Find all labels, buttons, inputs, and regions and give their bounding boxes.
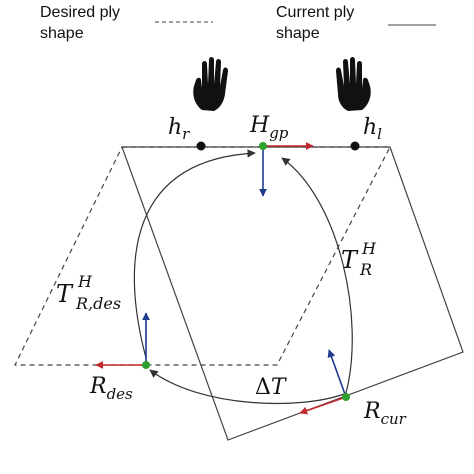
rcur-origin xyxy=(342,393,350,401)
right-hand-icon xyxy=(193,57,228,111)
label-delta-T: ΔT xyxy=(255,375,288,400)
label-H-gp: Hgp xyxy=(249,113,289,142)
label-T-Rdes-H: T H R,des xyxy=(56,265,121,313)
label-R-des: Rdes xyxy=(89,374,133,403)
label-T-R-H: T H R xyxy=(341,232,384,279)
arrow-T-R-H xyxy=(281,157,353,394)
desired-ply-shape xyxy=(14,146,391,366)
left-hand-icon xyxy=(336,57,371,111)
hgp-origin xyxy=(259,142,267,150)
rcur-y-axis xyxy=(327,349,347,398)
legend-desired-label: Desired ply shape xyxy=(40,4,121,42)
arrow-T-Rdes-H xyxy=(133,149,256,359)
label-h-l: hl xyxy=(363,115,382,143)
hand-point-right xyxy=(196,141,206,151)
legend-current-label: Current ply shape xyxy=(276,4,355,42)
hand-point-left xyxy=(350,141,360,151)
current-ply-shape xyxy=(121,146,464,441)
arrow-delta-T xyxy=(149,369,345,405)
rcur-x-axis xyxy=(299,396,347,415)
rdes-origin xyxy=(142,361,150,369)
label-h-r: hr xyxy=(168,115,190,143)
label-R-cur: Rcur xyxy=(363,399,407,428)
